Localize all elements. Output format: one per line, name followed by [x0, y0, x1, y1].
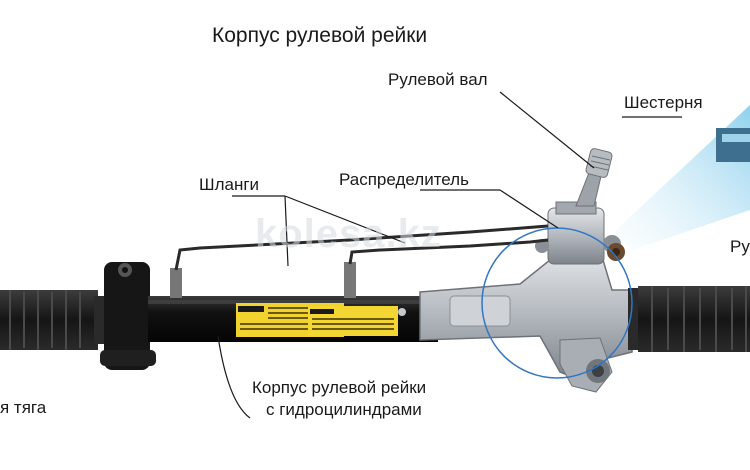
- valve-housing: [419, 249, 633, 393]
- left-rubber-boot: [0, 290, 104, 350]
- hose-fitting-middle: [344, 262, 356, 298]
- hydraulic-hoses: [174, 224, 549, 271]
- zoom-inset-highlight: [722, 134, 750, 142]
- label-valve: Распределитель: [339, 170, 469, 189]
- label-housing-line1: Корпус рулевой рейки: [252, 378, 427, 397]
- label-tie-rod: я тяга: [0, 398, 47, 417]
- zoom-beam: [614, 105, 750, 250]
- bolt: [398, 308, 406, 316]
- diagram-title: Корпус рулевой рейки: [212, 24, 428, 47]
- zoom-inset-edge: [716, 128, 750, 162]
- callout-lines: [217, 91, 682, 419]
- attention-sticker: [308, 306, 398, 336]
- label-hoses: Шланги: [199, 175, 260, 194]
- steering-shaft: [575, 148, 613, 207]
- pinion-gear: [607, 243, 625, 261]
- hose-fitting-left: [170, 268, 182, 298]
- label-steering-shaft: Рулевой вал: [388, 70, 488, 89]
- label-housing-line2: с гидроцилиндрами: [266, 400, 422, 419]
- mounting-bracket: [100, 262, 156, 370]
- label-rack-cut: Ру: [730, 237, 750, 256]
- label-gear: Шестерня: [624, 93, 703, 112]
- right-rubber-boot: [628, 286, 750, 352]
- watermark: kolesa.kz: [255, 212, 442, 256]
